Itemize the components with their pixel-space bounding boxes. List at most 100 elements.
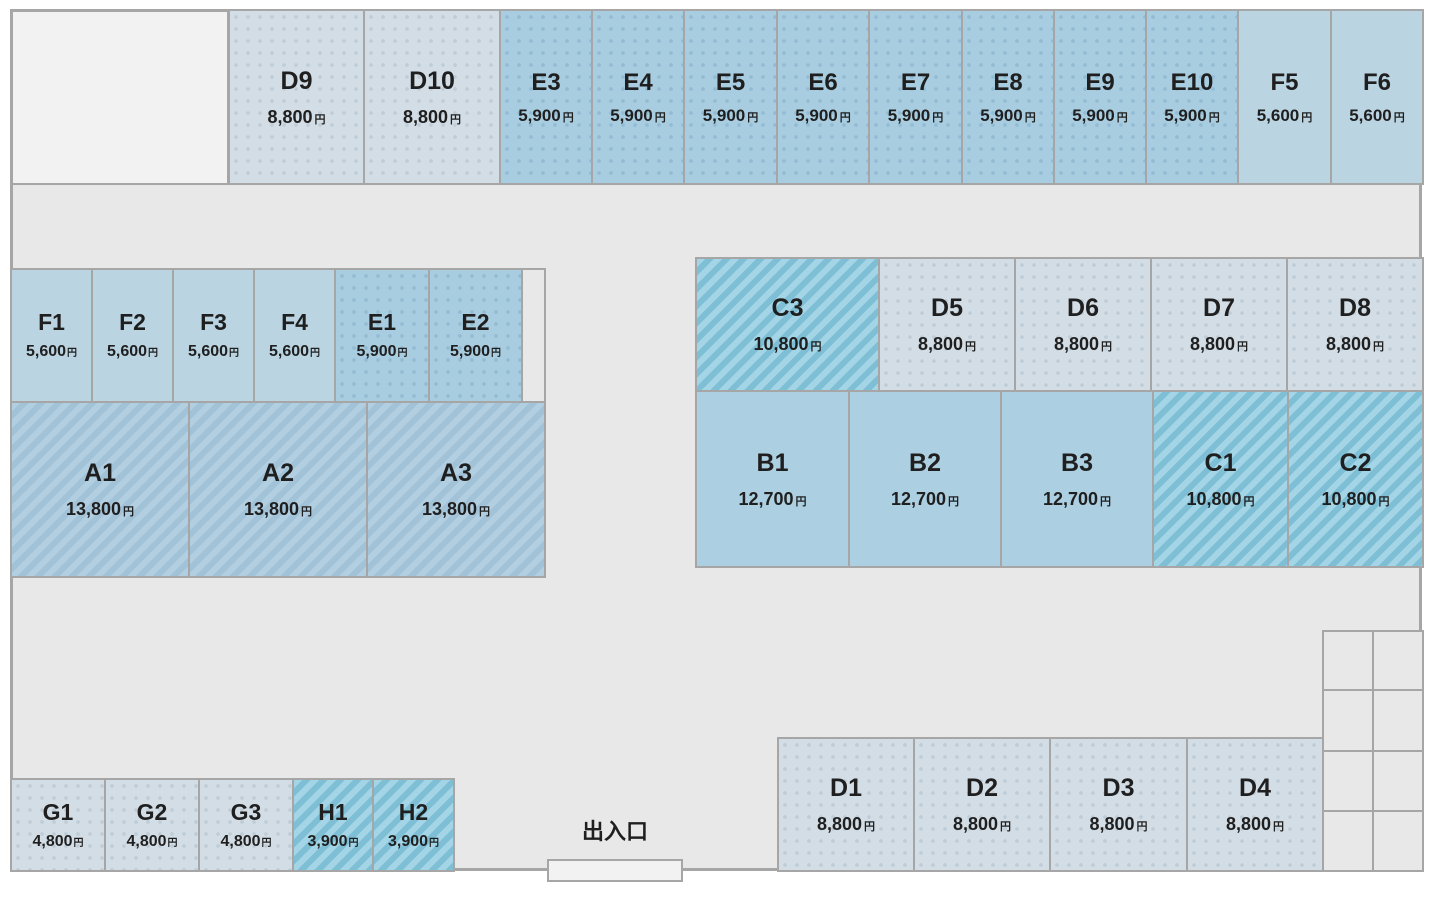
unit-code: G1 — [42, 798, 74, 825]
entrance-step — [547, 859, 683, 882]
currency-symbol: 円 — [965, 341, 977, 353]
unit-price-value: 10,800 — [753, 334, 809, 354]
unit-price-value: 5,600 — [106, 343, 148, 360]
locker-cell — [1372, 630, 1424, 691]
unit-code: D7 — [1203, 294, 1235, 322]
locker-cell — [1322, 810, 1374, 872]
currency-symbol: 円 — [1000, 821, 1012, 833]
currency-symbol: 円 — [1243, 495, 1255, 508]
unit-price-value: 8,800 — [1325, 334, 1372, 354]
currency-symbol: 円 — [795, 495, 807, 508]
unit-price-value: 5,900 — [518, 105, 561, 125]
unit-code: F4 — [281, 309, 308, 335]
unit-price-value: 13,800 — [421, 499, 478, 519]
unit-code: D5 — [931, 294, 963, 322]
unit-price-value: 5,900 — [887, 105, 931, 125]
unit-price: 5,900円 — [450, 344, 501, 360]
unit-price-value: 5,900 — [795, 105, 838, 125]
locker-cell — [1322, 630, 1374, 691]
currency-symbol: 円 — [123, 506, 135, 518]
unit-code: E6 — [808, 68, 838, 96]
unit-code: E5 — [715, 68, 746, 96]
currency-symbol: 円 — [1378, 495, 1390, 508]
unit-price-value: 8,800 — [816, 814, 863, 834]
currency-symbol: 円 — [301, 506, 313, 518]
currency-symbol: 円 — [1237, 341, 1249, 353]
unit-price-value: 12,700 — [890, 488, 947, 509]
unit-price-value: 13,800 — [243, 499, 300, 519]
unit-price-value: 5,900 — [980, 105, 1023, 125]
unit-price-value: 12,700 — [1042, 488, 1099, 509]
unit-price-value: 5,900 — [1072, 105, 1115, 125]
unit-price-value: 3,900 — [307, 832, 348, 850]
currency-symbol: 円 — [67, 348, 78, 359]
unit-code: B1 — [756, 448, 789, 477]
unit-price-value: 10,800 — [1321, 488, 1377, 509]
unit-code: F1 — [38, 309, 65, 335]
unit-code: B3 — [1061, 448, 1093, 477]
unit-price-value: 8,800 — [267, 106, 313, 127]
unit-code: E7 — [900, 68, 931, 96]
unit-code: E9 — [1085, 68, 1115, 96]
locker-cell — [1372, 689, 1424, 752]
unit-price-value: 5,900 — [610, 105, 653, 125]
currency-symbol: 円 — [1136, 821, 1148, 833]
unit-price-value: 8,800 — [1189, 334, 1236, 354]
currency-symbol: 円 — [562, 111, 574, 124]
currency-symbol: 円 — [810, 341, 822, 353]
unit-code: D4 — [1239, 774, 1271, 802]
currency-symbol: 円 — [864, 821, 876, 833]
reserved-area — [13, 12, 229, 185]
